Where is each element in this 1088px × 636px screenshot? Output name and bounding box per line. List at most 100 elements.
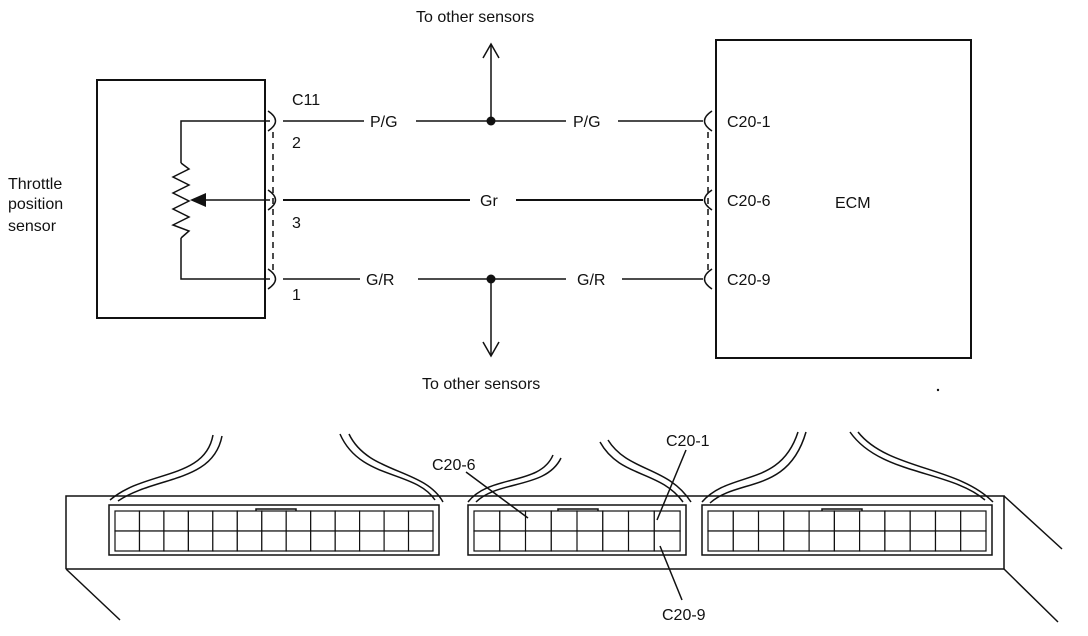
terminal-cell: [359, 510, 385, 532]
terminal-cell: [833, 510, 861, 532]
terminal-cell: [359, 530, 385, 552]
callout-c20-9-label: C20-9: [662, 607, 706, 624]
connector-left: [108, 504, 440, 556]
stray-dot: [936, 388, 940, 392]
terminal-cell: [858, 530, 886, 552]
terminal-cell: [858, 510, 886, 532]
terminal-cell: [808, 530, 835, 552]
terminal-cell: [163, 510, 189, 532]
terminal-cell: [783, 530, 810, 552]
terminal-cell: [163, 530, 189, 552]
terminal-cell: [653, 530, 681, 552]
ecm-body-right-slope-2: [1003, 568, 1059, 623]
callout-c20-1-leader: [656, 449, 687, 521]
wire-label-gr-right: G/R: [577, 272, 605, 289]
terminal-cell: [310, 530, 336, 552]
terminal-cell: [757, 530, 785, 552]
sensor-label-line-1: Throttle: [8, 176, 62, 193]
terminal-cell: [473, 510, 501, 532]
terminal-cell: [212, 530, 238, 552]
branch-up-arrow-icon: [482, 42, 500, 59]
terminal-cell: [627, 530, 655, 552]
branch-down-arrow-icon: [482, 341, 500, 358]
pin-3-label: 3: [292, 215, 301, 232]
terminal-cell: [576, 510, 604, 532]
connector-right: [701, 504, 993, 556]
ecm-pin-9-symbol: [703, 268, 713, 290]
terminal-cell: [884, 530, 911, 552]
top-branch-label: To other sensors: [416, 9, 534, 26]
terminal-cell: [499, 530, 527, 552]
wire-label-pg-right: P/G: [573, 114, 601, 131]
connector-middle: [467, 504, 687, 556]
terminal-cell: [473, 530, 501, 552]
sensor-label-line-2: position: [8, 196, 63, 213]
sensor-internal-top: [180, 120, 270, 163]
ecm-label: ECM: [835, 195, 871, 212]
terminal-cell: [707, 530, 734, 552]
terminal-cell: [138, 510, 165, 532]
terminal-cell: [524, 530, 552, 552]
terminal-cell: [934, 530, 962, 552]
terminal-cell: [909, 510, 937, 532]
ecm-body-left-slope: [65, 568, 121, 621]
terminal-cell: [236, 530, 263, 552]
callout-c20-6-leader: [465, 471, 529, 519]
ecm-body-top: [65, 495, 1005, 569]
resistor-symbol: [171, 162, 191, 239]
ecm-pin-1-symbol: [703, 110, 713, 132]
c11-pin-3-symbol: [267, 189, 277, 211]
terminal-cell: [261, 530, 287, 552]
terminal-cell: [707, 510, 734, 532]
terminal-cell: [383, 530, 410, 552]
terminal-cell: [334, 530, 361, 552]
c11-pin-2-symbol: [267, 110, 277, 132]
harness-wires: [109, 431, 994, 504]
terminal-cell: [833, 530, 861, 552]
terminal-cell: [602, 510, 630, 532]
terminal-cell: [310, 510, 336, 532]
terminal-cell: [653, 510, 681, 532]
terminal-cell: [383, 510, 410, 532]
pin-2-label: 2: [292, 135, 301, 152]
pin-1-label: 1: [292, 287, 301, 304]
terminal-cell: [407, 510, 434, 532]
terminal-cell: [261, 510, 287, 532]
terminal-cell: [884, 510, 911, 532]
terminal-cell: [550, 530, 578, 552]
sensor-internal-bottom: [180, 238, 270, 280]
terminal-cell: [187, 530, 214, 552]
terminal-cell: [114, 510, 141, 532]
ecm-body-right-slope: [1003, 495, 1063, 550]
callout-c20-9-leader: [659, 545, 683, 601]
wiper-arrow-head: [190, 193, 206, 207]
terminal-cell: [960, 510, 987, 532]
terminal-cell: [627, 510, 655, 532]
terminal-cell: [909, 530, 937, 552]
terminal-cell: [212, 510, 238, 532]
terminal-cell: [187, 510, 214, 532]
terminal-cell: [285, 530, 312, 552]
sensor-label-line-3: sensor: [8, 218, 57, 235]
terminal-cell: [334, 510, 361, 532]
terminal-cell: [783, 510, 810, 532]
ecm-pin-6-symbol: [703, 189, 713, 211]
wire-label-gr: Gr: [480, 193, 498, 210]
terminal-cell: [934, 510, 962, 532]
terminal-cell: [236, 510, 263, 532]
sensor-box: [96, 79, 266, 319]
terminal-cell: [757, 510, 785, 532]
wire-label-gr-left: G/R: [366, 272, 394, 289]
terminal-cell: [285, 510, 312, 532]
terminal-cell: [602, 530, 630, 552]
bottom-branch-label: To other sensors: [422, 376, 540, 393]
c11-pin-1-symbol: [267, 268, 277, 290]
terminal-cell: [114, 530, 141, 552]
ecm-pin-c20-9-label: C20-9: [727, 272, 771, 289]
terminal-cell: [407, 530, 434, 552]
terminal-cell: [550, 510, 578, 532]
terminal-cell: [524, 510, 552, 532]
wire-label-pg-left: P/G: [370, 114, 398, 131]
terminal-cell: [732, 530, 760, 552]
